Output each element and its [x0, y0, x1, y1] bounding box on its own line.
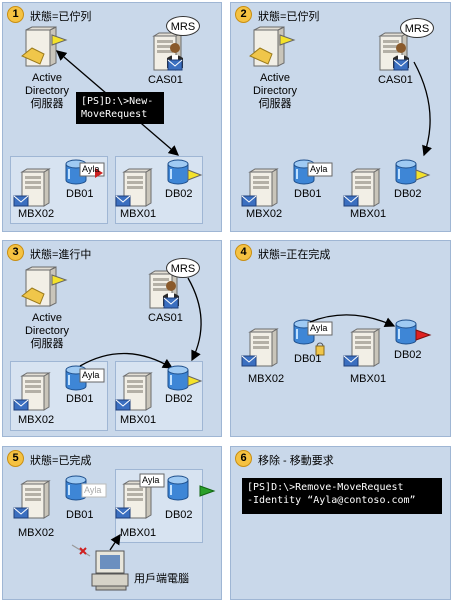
mbx01-label: MBX01: [350, 373, 387, 385]
db02-label: DB02: [165, 509, 193, 521]
ad-label: Active Directory 伺服器: [240, 72, 310, 111]
step-badge: 5: [7, 450, 24, 467]
step-badge: 4: [235, 244, 252, 261]
db02-label: DB02: [394, 188, 422, 200]
db02-label: DB02: [165, 188, 193, 200]
mailbox-tag-label: Ayla: [310, 323, 328, 333]
mbx01-label: MBX01: [120, 527, 157, 539]
panel-title: 狀態=已完成: [30, 455, 92, 467]
mrs-bubble: MRS: [400, 18, 434, 38]
ad-label-line1: Active: [32, 72, 62, 84]
ad-label-line2: Directory: [252, 85, 297, 97]
db02-label: DB02: [165, 393, 193, 405]
panel-step-6: 6 移除 - 移動要求: [230, 446, 451, 600]
panel-title: 狀態=進行中: [30, 249, 92, 261]
step-badge: 3: [7, 244, 24, 261]
command-line2: MoveRequest: [81, 109, 148, 120]
step-badge: 2: [235, 6, 252, 23]
ad-label: Active Directory 伺服器: [12, 72, 82, 111]
db01-label: DB01: [66, 509, 94, 521]
mbx01-label: MBX01: [120, 414, 157, 426]
ad-label-line3: 伺服器: [30, 338, 64, 350]
powershell-command: [PS]D:\>Remove-MoveRequest -Identity “Ay…: [242, 478, 442, 514]
step-badge: 1: [7, 6, 24, 23]
ad-label-line2: Directory: [24, 85, 69, 97]
panel-title: 狀態=已佇列: [30, 11, 92, 23]
cas-label: CAS01: [148, 312, 183, 324]
cas-label: CAS01: [148, 74, 183, 86]
mbx01-label: MBX01: [120, 208, 157, 220]
mailbox-tag-label: Ayla: [84, 485, 102, 495]
mbx02-label: MBX02: [18, 527, 55, 539]
mbx02-label: MBX02: [246, 208, 283, 220]
db01-label: DB01: [66, 393, 94, 405]
command-line1: [PS]D:\>Remove-MoveRequest: [247, 482, 404, 493]
mailbox-tag-label: Ayla: [310, 164, 328, 174]
mailbox-tag-label: Ayla: [82, 164, 100, 174]
command-line2: -Identity “Ayla@contoso.com”: [247, 495, 416, 506]
mbx02-label: MBX02: [248, 373, 285, 385]
mrs-bubble: MRS: [166, 258, 200, 278]
db01-label: DB01: [66, 188, 94, 200]
cas-label: CAS01: [378, 74, 413, 86]
step-badge: 6: [235, 450, 252, 467]
ad-label-line1: Active: [260, 72, 290, 84]
mbx01-label: MBX01: [350, 208, 387, 220]
mailbox-tag-label: Ayla: [142, 475, 160, 485]
ad-label-line1: Active: [32, 312, 62, 324]
ad-label-line3: 伺服器: [258, 98, 292, 110]
client-computer-label: 用戶端電腦: [134, 573, 189, 585]
mailbox-tag-label: Ayla: [82, 370, 100, 380]
powershell-command: [PS]D:\>New- MoveRequest: [76, 92, 164, 124]
panel-title: 狀態=已佇列: [258, 11, 320, 23]
mbx02-label: MBX02: [18, 414, 55, 426]
panel-title: 移除 - 移動要求: [258, 455, 334, 467]
db01-label: DB01: [294, 188, 322, 200]
command-line1: [PS]D:\>New-: [81, 96, 154, 107]
ad-label-line2: Directory: [24, 325, 69, 337]
mrs-bubble: MRS: [166, 16, 200, 36]
ad-label-line3: 伺服器: [30, 98, 64, 110]
db01-label: DB01: [294, 353, 322, 365]
panel-title: 狀態=正在完成: [258, 249, 331, 261]
ad-label: Active Directory 伺服器: [12, 312, 82, 351]
mbx02-label: MBX02: [18, 208, 55, 220]
db02-label: DB02: [394, 349, 422, 361]
